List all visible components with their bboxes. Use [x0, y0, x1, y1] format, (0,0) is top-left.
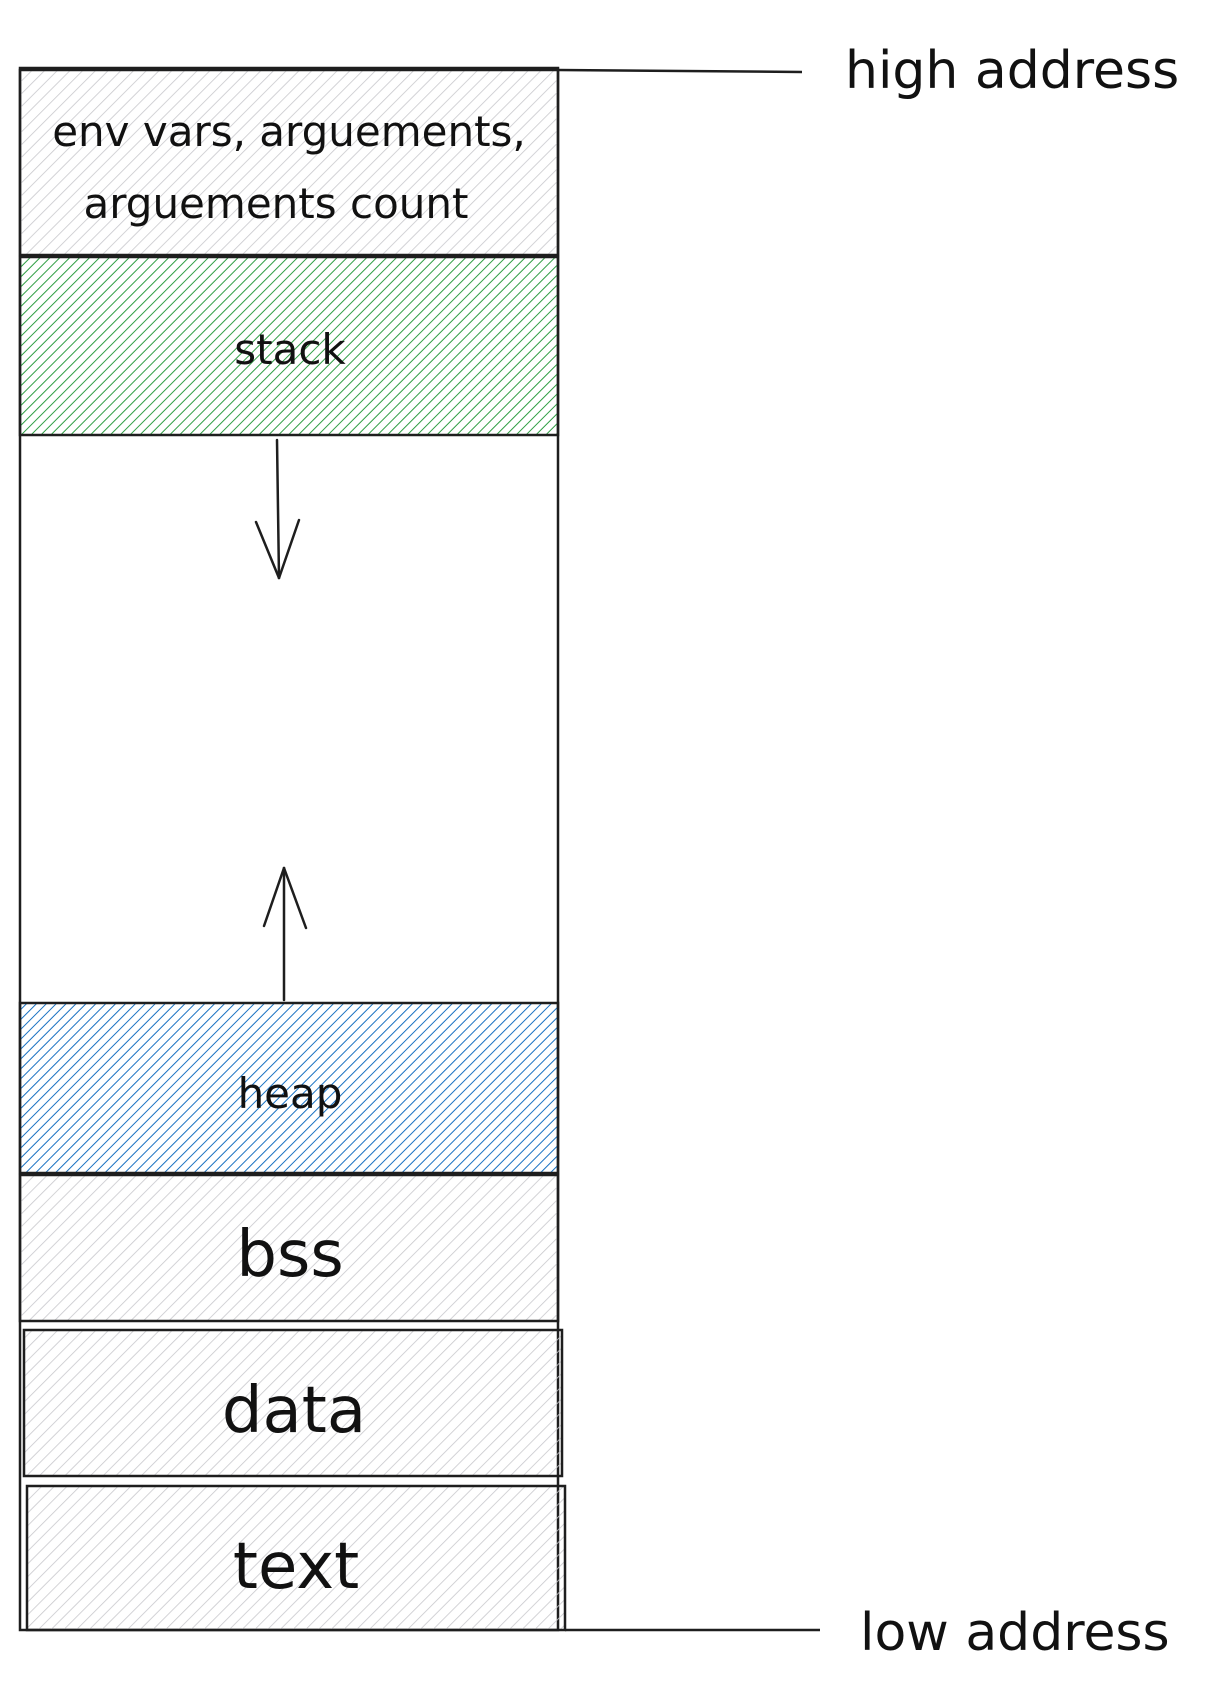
segment-bss: bss — [18, 1173, 560, 1323]
segment-text-label: text — [233, 1530, 359, 1604]
segment-bss-label: bss — [236, 1218, 343, 1292]
stack-growth-arrow — [254, 438, 301, 580]
segment-data-label: data — [222, 1374, 366, 1448]
high-address-label: high address — [845, 41, 1179, 101]
high-address-leader — [557, 68, 803, 74]
heap-growth-arrow — [262, 866, 308, 1002]
segment-heap: heap — [18, 1001, 560, 1175]
segment-data: data — [22, 1328, 564, 1478]
segment-stack-label: stack — [234, 325, 346, 374]
segment-env-label-line2: arguements count — [84, 179, 469, 228]
segment-env-args: env vars, arguements, arguements count — [18, 68, 560, 257]
segment-env-label-line1: env vars, arguements, — [52, 107, 526, 156]
segment-text: text — [25, 1484, 567, 1632]
low-address-label: low address — [860, 1603, 1170, 1663]
segment-heap-label: heap — [238, 1069, 343, 1118]
segment-stack: stack — [18, 255, 560, 437]
